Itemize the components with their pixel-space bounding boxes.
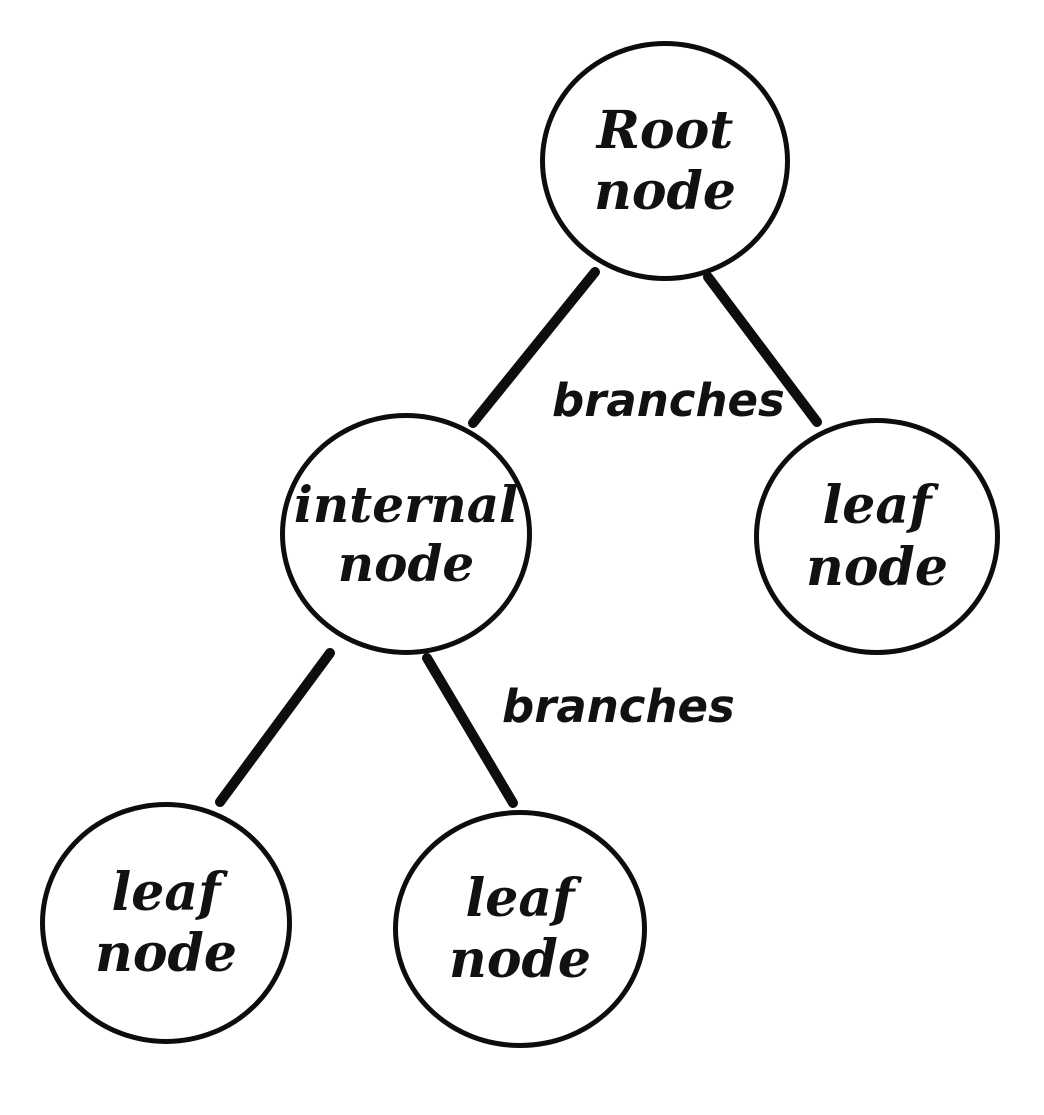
node-root-label: Root node <box>594 100 736 223</box>
node-internal: internal node <box>280 413 532 655</box>
node-leaf-left-label-line1: leaf <box>111 861 221 923</box>
node-leaf-right: leaf node <box>754 418 1000 655</box>
edge-internal-to-leaf-left <box>215 648 335 807</box>
edge-label-branches-bottom: branches <box>502 680 735 733</box>
node-leaf-right-label-line2: node <box>806 536 948 598</box>
node-leaf-middle-label-line1: leaf <box>465 867 575 929</box>
node-leaf-right-label: leaf node <box>806 475 948 598</box>
edge-root-to-internal <box>468 267 600 428</box>
edge-internal-to-leaf-middle <box>422 653 518 808</box>
node-leaf-middle-label-line2: node <box>449 929 591 990</box>
edge-root-to-leaf-right <box>703 272 822 427</box>
node-leaf-middle-label: leaf node <box>449 868 591 991</box>
node-leaf-right-label-line1: leaf <box>822 475 932 537</box>
node-leaf-middle: leaf node <box>393 810 647 1048</box>
node-root-label-line1: Root <box>596 99 734 161</box>
node-leaf-left: leaf node <box>40 802 292 1044</box>
node-leaf-left-label: leaf node <box>95 862 237 985</box>
node-internal-label-line1: internal <box>293 475 519 534</box>
node-internal-label: internal node <box>294 475 518 593</box>
edge-label-branches-top: branches <box>552 374 785 427</box>
node-leaf-left-label-line2: node <box>95 923 237 984</box>
node-internal-label-line2: node <box>337 534 475 593</box>
node-root-label-line2: node <box>594 161 736 222</box>
node-root: Root node <box>540 41 790 281</box>
